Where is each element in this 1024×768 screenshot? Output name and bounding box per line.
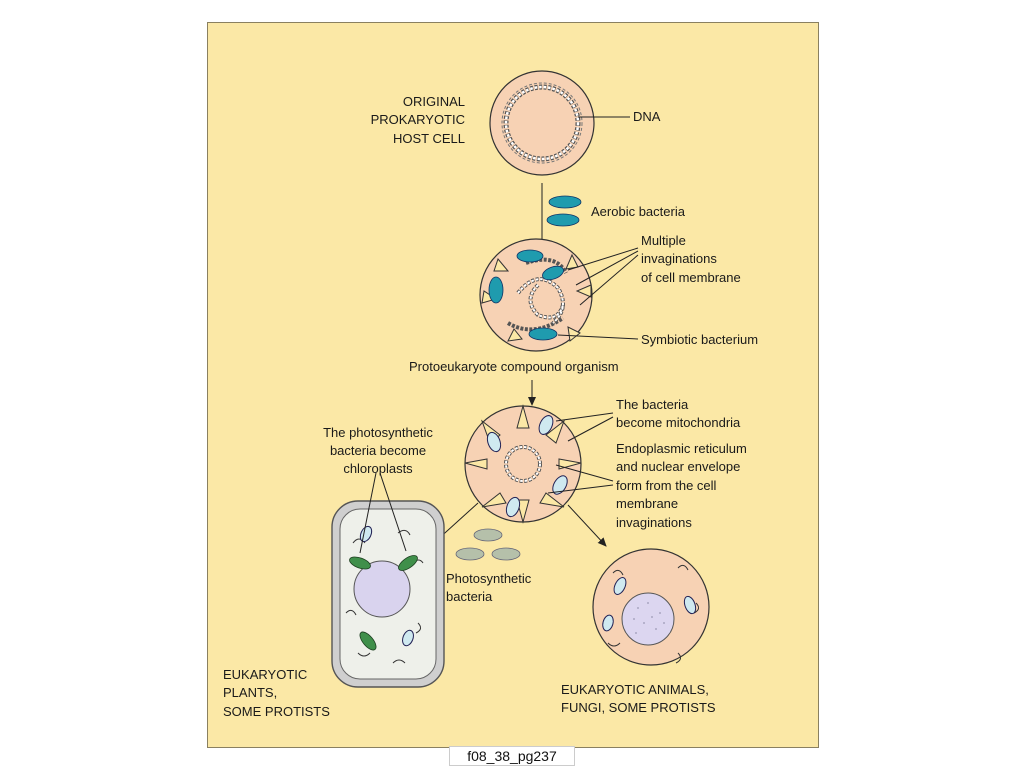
- er-label-2: and nuclear envelope: [616, 459, 740, 474]
- host-cell: [489, 70, 595, 176]
- symbiotic-label: Symbiotic bacterium: [641, 332, 758, 347]
- protoeukaryote-label: Protoeukaryote compound organism: [409, 359, 619, 374]
- dna-ring: [501, 82, 583, 164]
- chloroplasts-label-1: The photosynthetic: [323, 425, 433, 440]
- chloroplasts-label: The photosynthetic bacteria become chlor…: [323, 425, 433, 476]
- er-label-5: invaginations: [616, 515, 692, 530]
- invaginations-label-1: Multiple: [641, 233, 686, 248]
- aerobic-bacteria-label: Aerobic bacteria: [591, 204, 686, 219]
- animals-label-1: EUKARYOTIC ANIMALS,: [561, 682, 709, 697]
- er-leader-2: [547, 484, 614, 494]
- er-label-1: Endoplasmic reticulum: [616, 441, 747, 456]
- diagram-svg: ORIGINAL PROKARYOTIC HOST CELL DNA Aerob…: [223, 70, 758, 719]
- er-leader-1: [555, 464, 614, 482]
- plants-label-2: PLANTS,: [223, 685, 277, 700]
- host-cell-label: ORIGINAL PROKARYOTIC HOST CELL: [371, 94, 465, 146]
- plants-label-3: SOME PROTISTS: [223, 704, 330, 719]
- chloroplast-leader-2: [379, 472, 407, 552]
- host-cell-label-3: HOST CELL: [393, 131, 465, 146]
- animal-cell: [592, 548, 710, 666]
- compound-cell: [464, 404, 582, 524]
- invaginations-label-3: of cell membrane: [641, 270, 741, 285]
- chloroplasts-label-3: chloroplasts: [343, 461, 413, 476]
- er-label: Endoplasmic reticulum and nuclear envelo…: [616, 441, 747, 530]
- protoeukaryote-cell: [479, 238, 593, 352]
- dna-label: DNA: [633, 109, 661, 124]
- diagram-figure: ORIGINAL PROKARYOTIC HOST CELL DNA Aerob…: [207, 22, 819, 748]
- animals-label: EUKARYOTIC ANIMALS, FUNGI, SOME PROTISTS: [561, 682, 716, 715]
- mitochondria-label: The bacteria become mitochondria: [616, 397, 741, 430]
- plants-label: EUKARYOTIC PLANTS, SOME PROTISTS: [223, 667, 330, 719]
- mito-leader-2: [567, 416, 614, 442]
- mitochondria-label-2: become mitochondria: [616, 415, 741, 430]
- host-cell-label-2: PROKARYOTIC: [371, 112, 465, 127]
- er-label-4: membrane: [616, 496, 678, 511]
- aerobic-bacteria: [546, 195, 582, 227]
- invagination-leader-3: [579, 254, 639, 306]
- invaginations-label-2: invaginations: [641, 251, 717, 266]
- chloroplast-leader-1: [359, 472, 377, 554]
- er-label-3: form from the cell: [616, 478, 717, 493]
- figure-caption: f08_38_pg237: [449, 746, 575, 766]
- invagination-leader-1: [567, 247, 639, 271]
- chloroplasts-label-2: bacteria become: [330, 443, 426, 458]
- plants-label-1: EUKARYOTIC: [223, 667, 307, 682]
- mito-leader-1: [555, 412, 614, 422]
- invaginations-label: Multiple invaginations of cell membrane: [641, 233, 741, 285]
- mitochondria-label-1: The bacteria: [616, 397, 689, 412]
- photosynthetic-bacteria: [455, 528, 521, 561]
- animals-label-2: FUNGI, SOME PROTISTS: [561, 700, 716, 715]
- photosynthetic-label-2: bacteria: [446, 589, 493, 604]
- photosynthetic-label-1: Photosynthetic: [446, 571, 532, 586]
- symbiotic-leader: [557, 334, 639, 340]
- plant-cell: [331, 500, 445, 688]
- arrow-to-animal: [567, 504, 607, 547]
- photosynthetic-label: Photosynthetic bacteria: [446, 571, 532, 604]
- host-cell-label-1: ORIGINAL: [403, 94, 465, 109]
- invagination-leader-2: [575, 250, 639, 286]
